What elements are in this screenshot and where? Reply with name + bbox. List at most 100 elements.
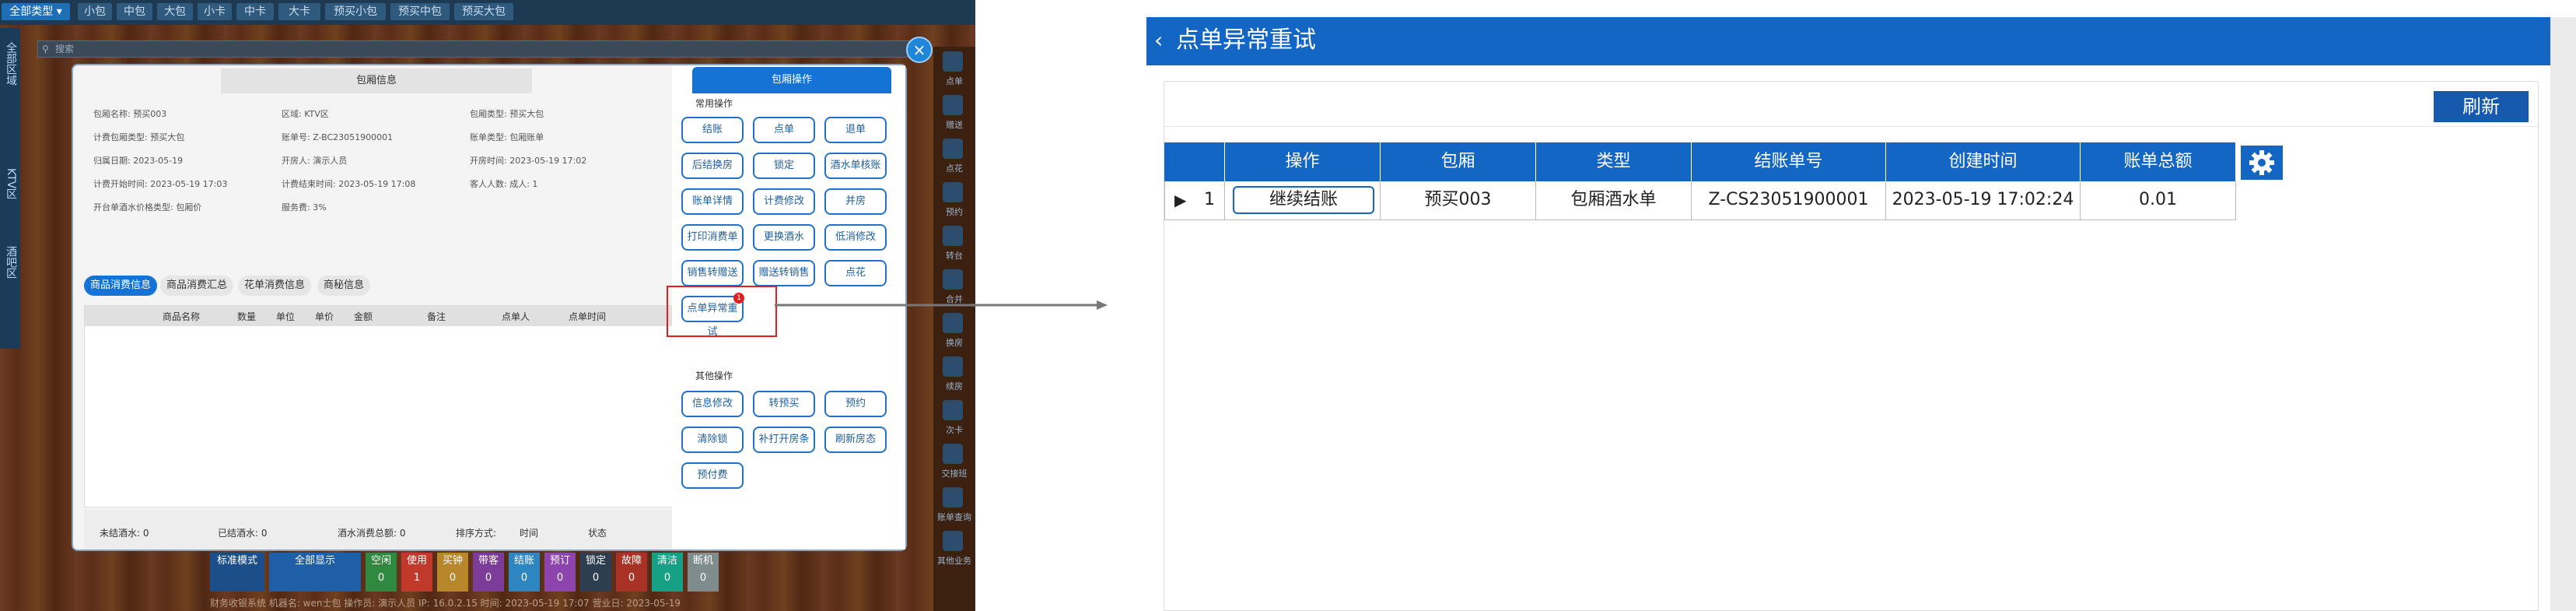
function-icon[interactable] — [943, 444, 963, 464]
operation-button[interactable]: 结账 — [681, 117, 744, 143]
gear-icon[interactable] — [2241, 146, 2283, 180]
operation-button[interactable]: 账单详情 — [681, 188, 744, 215]
grid-cell-created: 2023-05-19 17:02:24 — [1886, 181, 2081, 220]
status-button[interactable]: 结账 0 — [509, 553, 540, 592]
consumption-tab[interactable]: 花单消费信息 — [238, 276, 312, 296]
room-type-tab[interactable]: 小卡 — [198, 3, 232, 20]
operation-button[interactable]: 打印消费单 — [681, 224, 744, 251]
row-expand-icon[interactable]: ▶ — [1174, 191, 1187, 209]
status-button[interactable]: 全部显示 — [269, 553, 361, 592]
operation-button[interactable]: 退单 — [824, 117, 887, 143]
footer-item: 已结酒水: 0 — [218, 528, 268, 539]
status-button[interactable]: 空闲 0 — [366, 553, 397, 592]
function-label[interactable]: 预约 — [946, 207, 963, 217]
table-header-cell: 商品名称 — [163, 311, 201, 322]
function-icon[interactable] — [943, 182, 963, 202]
function-icon[interactable] — [943, 226, 963, 246]
room-operations-panel: 包厢操作 常用操作 其他操作 结账点单退单后结换房锁定酒水单核账账单详情计费修改… — [672, 65, 905, 550]
area-bar-label[interactable]: 酒吧区 — [5, 246, 17, 279]
function-label[interactable]: 其他业务 — [937, 556, 971, 566]
chevron-left-icon[interactable]: ‹ — [1154, 27, 1164, 53]
operation-button[interactable]: 补打开房条 — [753, 427, 815, 453]
function-label[interactable]: 续房 — [946, 381, 963, 392]
grid-header-spacer — [1164, 142, 1225, 181]
info-field: 客人人数: 成人: 1 — [470, 179, 538, 189]
function-icon[interactable] — [943, 313, 963, 333]
function-label[interactable]: 账单查询 — [937, 512, 971, 522]
status-button[interactable]: 断机 0 — [688, 553, 719, 592]
room-type-tab[interactable]: 小包 — [78, 3, 112, 20]
function-icon[interactable] — [943, 400, 963, 420]
footer-item[interactable]: 时间 — [520, 528, 539, 539]
consumption-tab[interactable]: 商品消费信息 — [84, 276, 158, 296]
operation-button[interactable]: 赠送转销售 — [753, 260, 815, 286]
scrollbar[interactable] — [2550, 17, 2576, 611]
function-label[interactable]: 赠送 — [946, 120, 963, 130]
operation-button[interactable]: 并房 — [824, 188, 887, 215]
function-label[interactable]: 换房 — [946, 338, 963, 348]
info-field: 计费开始时间: 2023-05-19 17:03 — [93, 179, 228, 189]
status-button[interactable]: 使用 1 — [401, 553, 432, 592]
status-button[interactable]: 带客 0 — [473, 553, 504, 592]
room-type-tab[interactable]: 预买大包 — [454, 3, 513, 20]
room-type-tab[interactable]: 中卡 — [236, 3, 274, 20]
room-type-tab[interactable]: 大包 — [157, 3, 193, 20]
area-ktv-label[interactable]: KTV区 — [5, 168, 17, 200]
table-header-cell: 备注 — [427, 311, 446, 322]
operation-button[interactable]: 点单 — [753, 117, 815, 143]
operation-button[interactable]: 清除锁 — [681, 427, 744, 453]
area-all-label[interactable]: 全部区域 — [5, 42, 17, 86]
function-label[interactable]: 合并 — [946, 294, 963, 304]
footer-item[interactable]: 状态 — [588, 528, 607, 539]
table-header-cell: 单价 — [315, 311, 334, 322]
function-label[interactable]: 点单 — [946, 76, 963, 86]
room-type-tab[interactable]: 中包 — [117, 3, 152, 20]
status-line: 财务收银系统 机器名: wen士包 操作员: 演示人员 IP: 16.0.2.1… — [210, 598, 681, 609]
refresh-button[interactable]: 刷新 — [2434, 91, 2529, 122]
function-icon[interactable] — [943, 51, 963, 72]
status-button[interactable]: 买钟 0 — [437, 553, 468, 592]
function-icon[interactable] — [943, 487, 963, 507]
room-type-tab[interactable]: 全部类型 ▾ — [2, 3, 70, 20]
operation-button[interactable]: 信息修改 — [681, 391, 744, 417]
operation-button[interactable]: 预约 — [824, 391, 887, 417]
function-label[interactable]: 转台 — [946, 251, 963, 261]
operation-button[interactable]: 刷新房态 — [824, 427, 887, 453]
operation-button[interactable]: 锁定 — [753, 153, 815, 179]
status-button[interactable]: 预订 0 — [544, 553, 576, 592]
operation-button[interactable]: 低消修改 — [824, 224, 887, 251]
status-button[interactable]: 故障 0 — [616, 553, 647, 592]
close-dialog-button[interactable]: × — [906, 37, 933, 63]
function-icon[interactable] — [943, 139, 963, 159]
operation-button[interactable]: 计费修改 — [753, 188, 815, 215]
consumption-tab[interactable]: 商秘信息 — [317, 276, 371, 296]
function-icon[interactable] — [943, 356, 963, 377]
operation-button[interactable]: 更换酒水 — [753, 224, 815, 251]
operation-button[interactable]: 酒水单核账 — [824, 153, 887, 179]
operation-button[interactable]: 转预买 — [753, 391, 815, 417]
operation-button[interactable]: 点花 — [824, 260, 887, 286]
consumption-tab[interactable]: 商品消费汇总 — [160, 276, 234, 296]
grid-header-cell: 包厢 — [1381, 142, 1536, 181]
continue-checkout-button[interactable]: 继续结账 — [1233, 186, 1374, 214]
function-icon[interactable] — [943, 531, 963, 551]
function-icon[interactable] — [943, 269, 963, 290]
operation-button[interactable]: 点单异常重试 — [681, 296, 744, 338]
operation-button[interactable]: 预付费 — [681, 462, 744, 489]
operation-button[interactable]: 销售转赠送 — [681, 260, 744, 286]
grid-header-cell: 账单总额 — [2081, 142, 2236, 181]
status-button[interactable]: 清洁 0 — [652, 553, 683, 592]
room-type-tab[interactable]: 预买中包 — [390, 3, 450, 20]
function-icon[interactable] — [943, 95, 963, 115]
status-button[interactable]: 标准模式 — [210, 553, 264, 592]
room-type-tab[interactable]: 大卡 — [278, 3, 320, 20]
search-input[interactable]: ⚲搜索 — [37, 40, 930, 58]
operation-button[interactable]: 后结换房 — [681, 153, 744, 179]
function-label[interactable]: 次卡 — [946, 425, 963, 435]
function-label[interactable]: 点花 — [946, 163, 963, 174]
status-button[interactable]: 锁定 0 — [580, 553, 611, 592]
function-label[interactable]: 交接班 — [941, 469, 968, 479]
room-type-tab[interactable]: 预买小包 — [325, 3, 386, 20]
